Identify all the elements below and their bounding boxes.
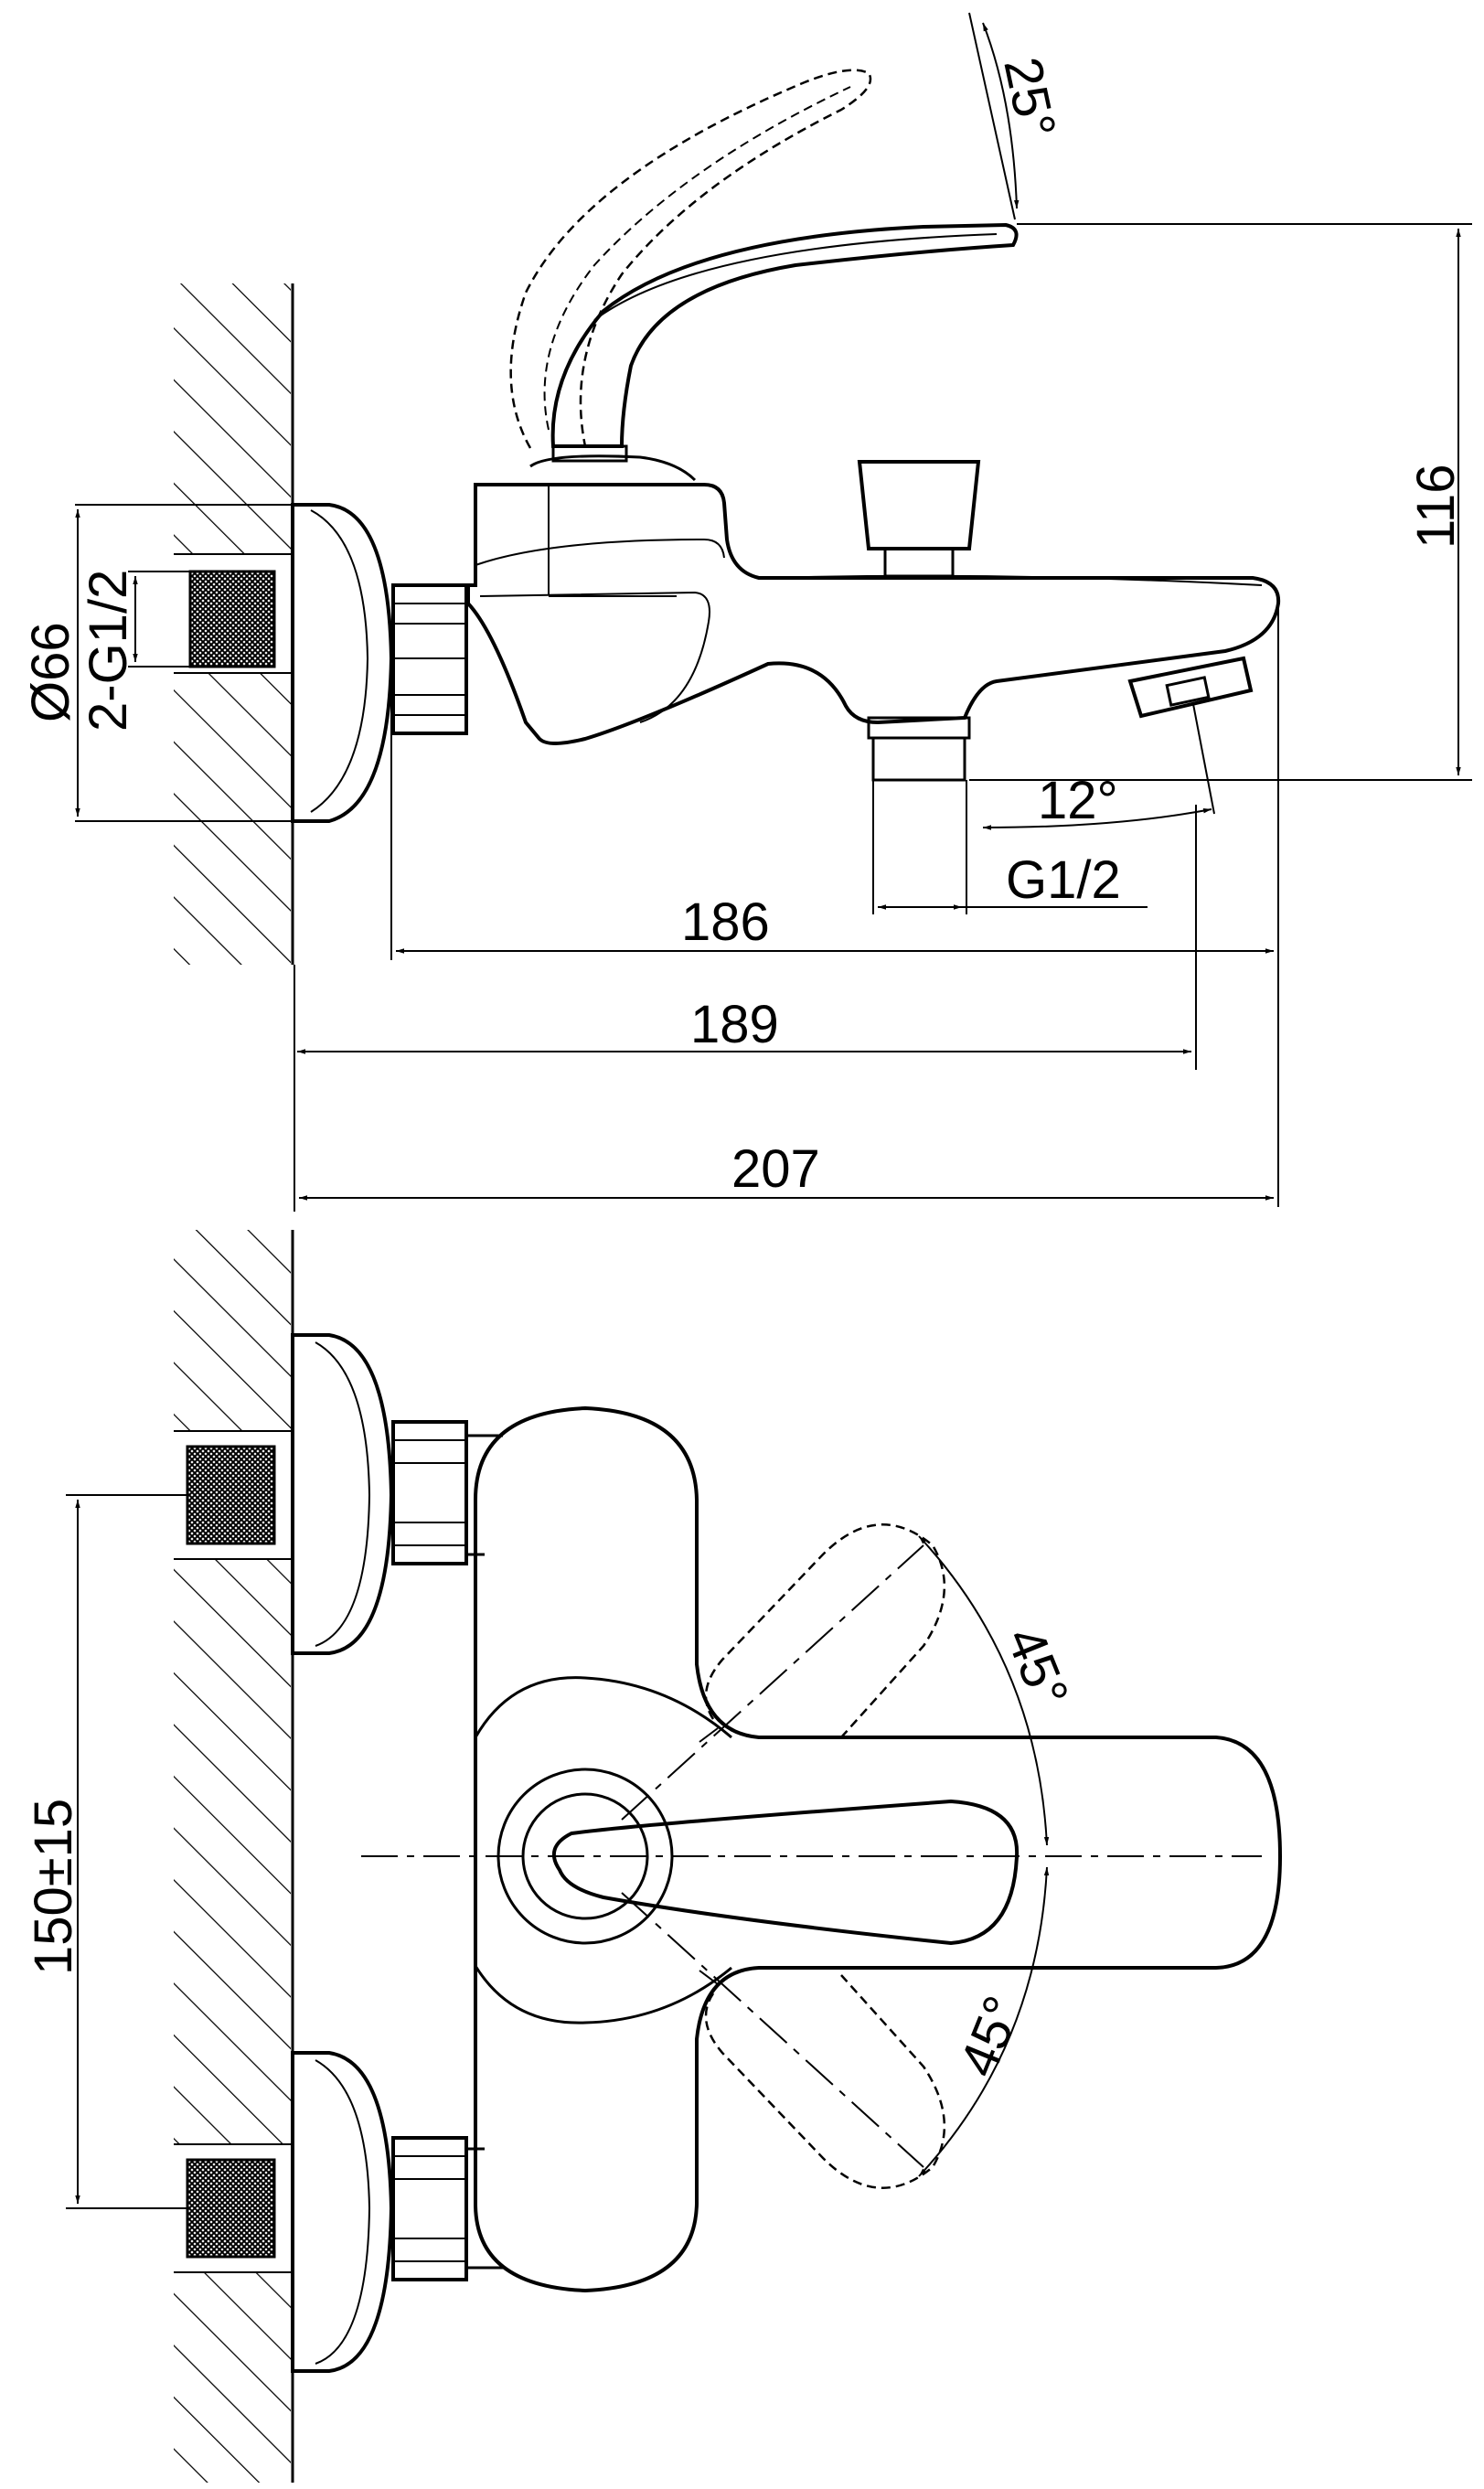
height-116-label: 116 <box>1406 465 1466 549</box>
outlet-connector-side <box>867 716 971 782</box>
side-view: 25° 116 Ø66 2-G1/2 12° G1/2 186 189 <box>21 12 1472 1212</box>
angle-45-upper-label: 45° <box>995 1619 1080 1716</box>
hex-nut-lower <box>391 2136 468 2281</box>
dim-189-label: 189 <box>690 995 779 1054</box>
spacing-150-label: 150±15 <box>24 1799 83 1975</box>
handle-rotated-down <box>704 1974 946 2189</box>
wall-side <box>174 283 294 965</box>
wall-top <box>174 1230 294 2483</box>
handle-rotated-up <box>704 1523 946 1738</box>
hex-nut-upper <box>391 1420 468 1565</box>
escutcheon-side <box>291 503 394 823</box>
cartridge-inner <box>521 1792 649 1920</box>
angle-25-label: 25° <box>992 52 1067 143</box>
faucet-body-side <box>466 483 1281 745</box>
inlet-pipe-mesh-side <box>188 570 276 668</box>
inlet-pipe-mesh-upper <box>186 1445 276 1545</box>
aerator-side <box>1127 656 1254 719</box>
thread-g12-outlet-label: G1/2 <box>1006 850 1121 910</box>
diameter-66-label: Ø66 <box>21 622 80 722</box>
thread-2g12-label: 2-G1/2 <box>79 570 138 732</box>
lever-side-raised <box>509 69 872 449</box>
escutcheon-lower <box>291 2051 394 2373</box>
faucet-body-top <box>474 1405 1283 2293</box>
dim-186-label: 186 <box>681 892 770 952</box>
inlet-pipe-mesh-lower <box>186 2158 276 2259</box>
angle-45-lower-label: 45° <box>948 1988 1033 2085</box>
lever-side <box>550 222 1019 448</box>
hex-nut-side <box>391 583 468 735</box>
top-view: 45° 45° 150±15 <box>24 1230 1283 2483</box>
escutcheon-upper <box>291 1333 394 1655</box>
handle-top <box>551 1799 1020 1946</box>
diverter-knob-side <box>857 460 981 578</box>
angle-12-label: 12° <box>1038 771 1118 830</box>
dim-207-label: 207 <box>731 1139 820 1199</box>
